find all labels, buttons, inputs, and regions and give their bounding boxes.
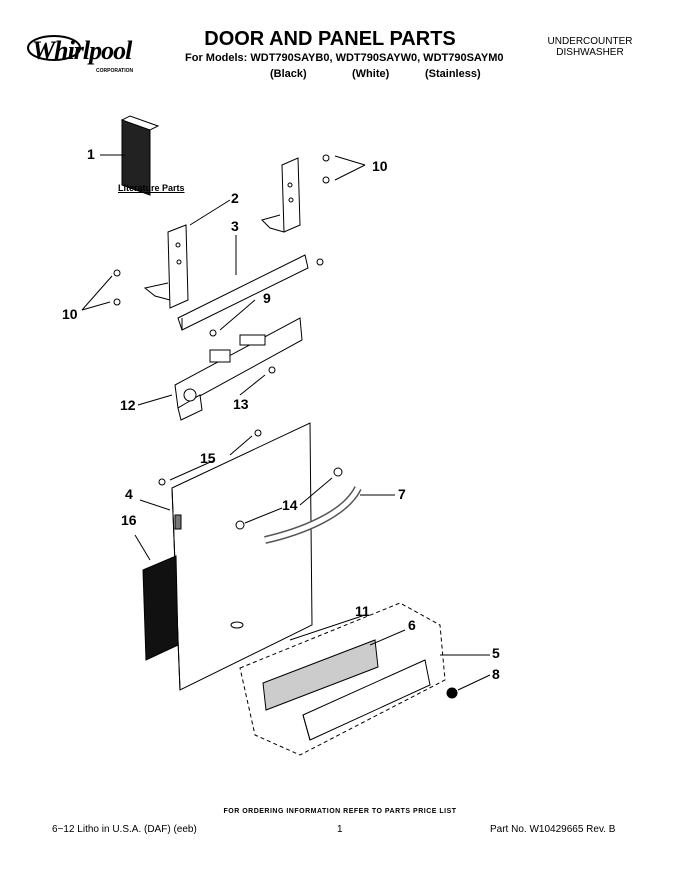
screw-icons	[113, 154, 458, 699]
literature-book-shape	[120, 115, 160, 196]
door-bracket-left	[143, 224, 189, 309]
leader-lines	[81, 154, 491, 691]
ordering-note: FOR ORDERING INFORMATION REFER TO PARTS …	[223, 808, 457, 815]
callout-7: 7	[398, 486, 406, 502]
callout-5: 5	[492, 645, 500, 661]
callout-15: 15	[200, 450, 216, 466]
control-panel-assembly	[174, 317, 303, 421]
callout-12: 12	[120, 397, 136, 413]
page-title: DOOR AND PANEL PARTS	[204, 28, 456, 50]
page-number: 1	[337, 824, 343, 835]
literature-parts-label: Literature Parts	[118, 183, 185, 193]
callout-2: 2	[231, 190, 239, 206]
logo-corporation: CORPORATION	[96, 68, 134, 74]
callout-11: 11	[355, 603, 370, 619]
door-insulation	[142, 555, 179, 661]
callout-1: 1	[87, 146, 95, 162]
door-bracket-right	[261, 157, 301, 233]
callout-9: 9	[263, 290, 271, 306]
callout-6: 6	[408, 617, 416, 633]
callout-13: 13	[233, 396, 249, 412]
outer-door-panel	[171, 422, 313, 691]
callout-10-left: 10	[62, 306, 78, 322]
callout-10-top: 10	[372, 158, 388, 174]
variant-white: (White)	[352, 68, 390, 80]
callout-4: 4	[125, 486, 133, 502]
access-panel-strip	[177, 254, 309, 331]
callout-8: 8	[492, 666, 500, 682]
door-handle	[264, 486, 362, 544]
callout-14: 14	[282, 497, 298, 513]
callout-3: 3	[231, 218, 239, 234]
logo-swoosh-icon	[27, 35, 81, 61]
toe-panel	[302, 659, 431, 741]
appliance-category: UNDERCOUNTER DISHWASHER	[535, 36, 645, 58]
part-number: Part No. W10429665 Rev. B	[490, 824, 616, 835]
logo-wordmark: Whirlpool	[32, 36, 132, 65]
whirlpool-logo: Whirlpool CORPORATION	[22, 26, 162, 76]
variant-black: (Black)	[270, 68, 307, 80]
toe-panel-insulation	[262, 639, 379, 711]
category-line-2: DISHWASHER	[556, 47, 624, 58]
model-list: For Models: WDT790SAYB0, WDT790SAYW0, WD…	[185, 52, 504, 64]
callout-16: 16	[121, 512, 137, 528]
category-line-1: UNDERCOUNTER	[547, 36, 633, 47]
litho-info: 6−12 Litho in U.S.A. (DAF) (eeb)	[52, 824, 197, 835]
variant-stainless: (Stainless)	[425, 68, 481, 80]
